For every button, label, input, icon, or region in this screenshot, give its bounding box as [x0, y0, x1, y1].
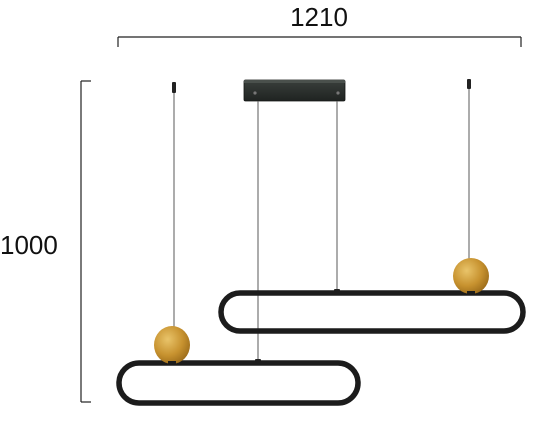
anchor-left [172, 82, 176, 93]
width-dimension-label: 1210 [290, 2, 348, 32]
lower-ring [116, 360, 361, 406]
wire-anchors [172, 79, 471, 363]
height-dimension: 1000 [0, 80, 91, 403]
ceiling-canopy [243, 79, 346, 102]
suspension-wires [173, 88, 470, 362]
anchor-right [467, 79, 471, 89]
brass-sphere-left [154, 326, 190, 365]
upper-ring [218, 290, 526, 334]
brass-sphere-right [453, 258, 489, 295]
height-dimension-label: 1000 [0, 230, 58, 260]
width-dimension: 1210 [117, 2, 522, 47]
